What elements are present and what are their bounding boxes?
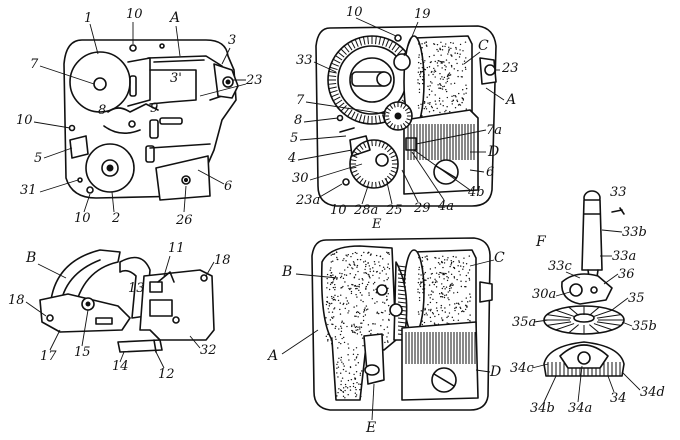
fig2-label-4a: 4a	[437, 199, 454, 214]
fig5-label-33: 33	[610, 185, 627, 200]
fig2-label-7: 7	[296, 93, 305, 108]
fig4-label-A: A	[266, 348, 278, 364]
fig5-label-34b: 34b	[530, 401, 555, 416]
fig1-label-1: 1	[84, 11, 92, 26]
fig1-label-23: 23	[245, 73, 263, 88]
fig2-label-5: 5	[290, 131, 298, 146]
fig1-label-10-left: 10	[16, 113, 33, 128]
fig2-label-6: 6	[486, 165, 494, 180]
fig4-label-C: C	[494, 250, 505, 266]
fig5-label-34d: 34d	[640, 385, 665, 400]
fig2-label-23a: 23a	[295, 193, 320, 208]
fig2-label-25: 25	[385, 203, 403, 218]
fig5-label-33a: 33a	[612, 249, 636, 264]
fig2-label-23: 23	[501, 61, 519, 76]
fig1-label-3: 3	[228, 33, 236, 48]
fig5-label-F: F	[535, 234, 547, 250]
fig2-label-D: D	[487, 144, 499, 160]
fig3-label-14: 14	[112, 359, 129, 374]
fig5-label-36: 36	[618, 267, 635, 282]
fig1-label-10-bottom: 10	[74, 211, 91, 226]
fig2-label-C: C	[478, 38, 489, 54]
fig3-label-12: 12	[158, 367, 175, 382]
fig4-label-B: B	[281, 264, 292, 280]
fig1-label-6: 6	[224, 179, 232, 194]
fig3-label-15: 15	[74, 345, 91, 360]
fig2-label-33: 33	[296, 53, 313, 68]
fig1-label-9: 9	[150, 101, 158, 116]
fig2-label-28a: 28a	[353, 203, 378, 218]
fig2-label-30: 30	[292, 171, 309, 186]
fig1-label-26: 26	[175, 213, 193, 228]
fig2-label-8: 8	[294, 113, 302, 128]
fig2-label-19: 19	[414, 7, 431, 22]
figure-1-frame-plate: 1 10 A 3 7 3' 23 8 9 10 5 6 31 10 2 26	[16, 7, 263, 228]
fig2-label-10-top: 10	[346, 5, 363, 20]
fig2-label-29: 29	[413, 201, 431, 216]
fig1-label-2: 2	[111, 211, 120, 226]
fig5-label-33c: 33c	[548, 259, 573, 274]
fig1-label-5: 5	[34, 151, 42, 166]
vertical-shaft	[581, 199, 603, 271]
fig3-label-18-left: 18	[8, 293, 25, 308]
fig4-label-D: D	[489, 364, 501, 380]
fig3-label-13: 13	[128, 281, 145, 296]
fig5-label-34: 34	[610, 391, 627, 406]
governor-wheel	[349, 139, 399, 189]
fig1-label-10-top: 10	[126, 7, 143, 22]
fig5-label-35b: 35b	[632, 319, 657, 334]
figure-2-assembled-movement: 10 19 C 33 23 7 A 8 5 7a 4 D 30 6 4b 23a…	[287, 5, 519, 232]
fig5-label-34a: 34a	[568, 401, 592, 416]
figure-3-exploded-bracket: B 11 18 13 18 17 15 14 12 32	[8, 241, 231, 382]
figure-5-exploded-shaft-assembly: 33 33b F 33a 33c 36 30a 35 35a 35b 34c 3…	[510, 185, 665, 416]
fig1-label-8: 8	[98, 103, 106, 118]
fig5-label-35a: 35a	[512, 315, 536, 330]
bracket-base	[39, 293, 131, 333]
fig4-label-E: E	[365, 420, 376, 436]
fig5-label-33b: 33b	[622, 225, 647, 240]
fig1-label-7: 7	[30, 57, 39, 72]
fig5-label-35: 35	[628, 291, 645, 306]
fig2-label-4b: 4b	[467, 185, 485, 200]
fig1-label-31: 31	[20, 183, 37, 198]
fig3-label-17: 17	[40, 349, 57, 364]
fig1-label-A: A	[168, 10, 180, 26]
fig5-label-34c: 34c	[510, 361, 535, 376]
fig3-label-B: B	[25, 250, 36, 266]
fig2-label-E: E	[371, 217, 382, 232]
fig2-label-7a: 7a	[486, 123, 502, 138]
fig5-label-30a: 30a	[532, 287, 556, 302]
fig2-label-A: A	[504, 92, 516, 108]
fig1-label-3prime: 3'	[170, 71, 182, 86]
fig3-label-18-right: 18	[214, 253, 231, 268]
fig2-label-4: 4	[287, 151, 296, 166]
frame-plate	[139, 269, 215, 341]
fig3-label-32: 32	[200, 343, 217, 358]
figure-4-covered-movement: B C A D E	[266, 237, 505, 436]
fig3-label-11: 11	[168, 241, 185, 256]
fig2-label-10-bottom: 10	[330, 203, 347, 218]
